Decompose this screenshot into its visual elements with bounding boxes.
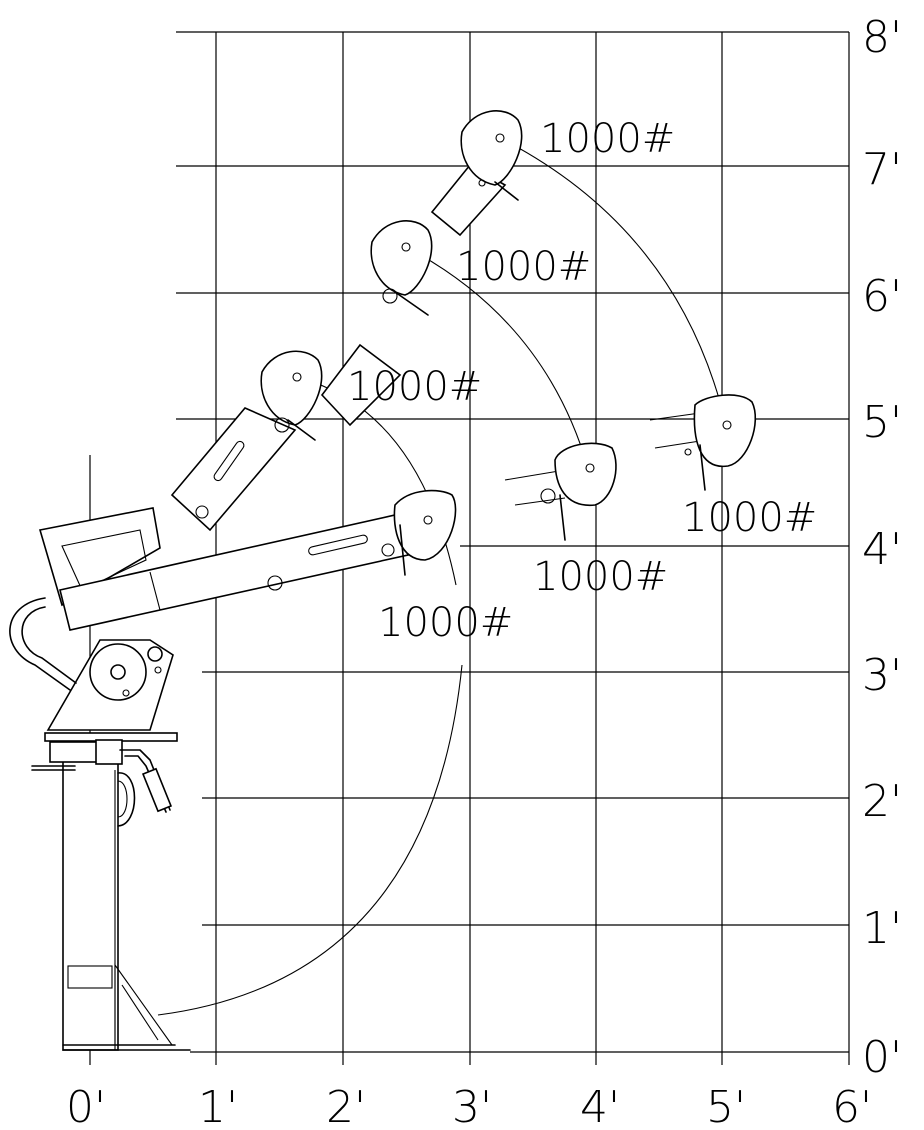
y-label-0: 0'	[862, 1032, 902, 1083]
x-label-5: 5'	[706, 1082, 746, 1130]
x-label-3: 3'	[452, 1082, 492, 1130]
boom-head-0	[393, 489, 457, 561]
boom-edge	[149, 571, 161, 611]
handle-grip	[141, 767, 173, 813]
gusset-inner	[121, 984, 159, 1041]
hose-2	[21, 606, 77, 684]
reach-arc-3	[499, 137, 727, 426]
swing-2-head	[693, 394, 757, 468]
boom-ring-2	[381, 543, 395, 557]
ext-2-lock	[382, 288, 398, 304]
ext-3-head	[460, 110, 523, 186]
ext-1-lock	[274, 417, 290, 433]
x-label-4: 4'	[580, 1082, 620, 1130]
ext-1-pin	[292, 372, 302, 382]
ext-3-hole	[478, 179, 486, 187]
y-label-7: 7'	[862, 144, 902, 195]
reach-arc-2	[405, 246, 589, 469]
ext-1-head	[260, 350, 323, 426]
swing-1-bottom	[514, 497, 566, 506]
boom-head-0-pin	[423, 515, 433, 525]
swing-2-hook	[699, 444, 706, 491]
load-label-top: 1000#	[540, 116, 675, 162]
load-label-low: 1000#	[378, 600, 513, 646]
boom-swing-1	[504, 442, 617, 541]
boom-extension-2	[320, 220, 433, 427]
y-label-6: 6'	[862, 271, 902, 322]
pivot-hole-2	[122, 689, 130, 697]
ext-2-head	[370, 220, 433, 296]
load-label-mid: 1000#	[347, 364, 482, 410]
boom-head-0-hook	[399, 524, 406, 576]
y-label-1: 1'	[862, 903, 902, 954]
boom-extension-3	[430, 110, 523, 237]
x-label-2: 2'	[326, 1082, 366, 1130]
y-label-8: 8'	[862, 12, 902, 63]
ext-2-pin	[401, 242, 411, 252]
y-axis-labels: 0' 1' 2' 3' 4' 5' 6' 7' 8'	[862, 12, 902, 1083]
x-label-1: 1'	[198, 1082, 238, 1130]
load-labels: 1000# 1000# 1000# 1000# 1000# 1000#	[347, 116, 817, 646]
swing-2-pin	[722, 420, 732, 430]
hook-loop	[117, 772, 136, 827]
load-label-right: 1000#	[682, 495, 817, 541]
swing-1-lock	[540, 488, 556, 504]
load-label-center: 1000#	[533, 554, 668, 600]
swing-1-hook	[559, 494, 566, 541]
x-label-6: 6'	[832, 1082, 872, 1130]
mast-window	[67, 965, 113, 989]
y-label-3: 3'	[862, 650, 902, 701]
ext-1-hook	[287, 419, 316, 441]
ext-3-hook	[494, 181, 519, 201]
swing-2-top	[649, 412, 701, 421]
swing-1-pin	[585, 463, 595, 473]
swing-2-hole	[684, 448, 692, 456]
ext-1-slot	[213, 440, 245, 482]
load-label-upper: 1000#	[456, 244, 591, 290]
pivot-lock	[147, 646, 163, 662]
boom-ring	[267, 575, 283, 591]
y-label-5: 5'	[862, 397, 902, 448]
ext-3-pin	[495, 133, 505, 143]
ext-2-tube	[320, 343, 402, 427]
boom-slot	[308, 534, 368, 556]
boom-extension-1	[170, 350, 323, 532]
hook-loop-inner	[117, 780, 128, 818]
clamp-pin	[95, 739, 123, 765]
ext-1-ring	[195, 505, 209, 519]
pivot-hole-1	[154, 666, 162, 674]
reach-arc-base	[157, 664, 463, 1016]
gusset	[114, 963, 174, 1046]
swing-2-bottom	[654, 440, 701, 449]
control-window	[61, 529, 147, 591]
x-label-0: 0'	[66, 1082, 106, 1130]
x-axis-labels: 0' 1' 2' 3' 4' 5' 6'	[66, 1082, 872, 1130]
y-label-2: 2'	[862, 776, 902, 827]
swing-1-head	[554, 442, 617, 506]
mast-post	[62, 734, 119, 1051]
pivot-hub-pin	[110, 664, 126, 680]
crane-pivot	[9, 489, 457, 731]
crane-base	[31, 732, 191, 1051]
boom-swing-2	[649, 394, 757, 491]
hose	[9, 597, 71, 691]
ext-1-tube	[170, 407, 297, 532]
ext-2-hook	[394, 291, 429, 316]
y-label-4: 4'	[862, 524, 902, 575]
